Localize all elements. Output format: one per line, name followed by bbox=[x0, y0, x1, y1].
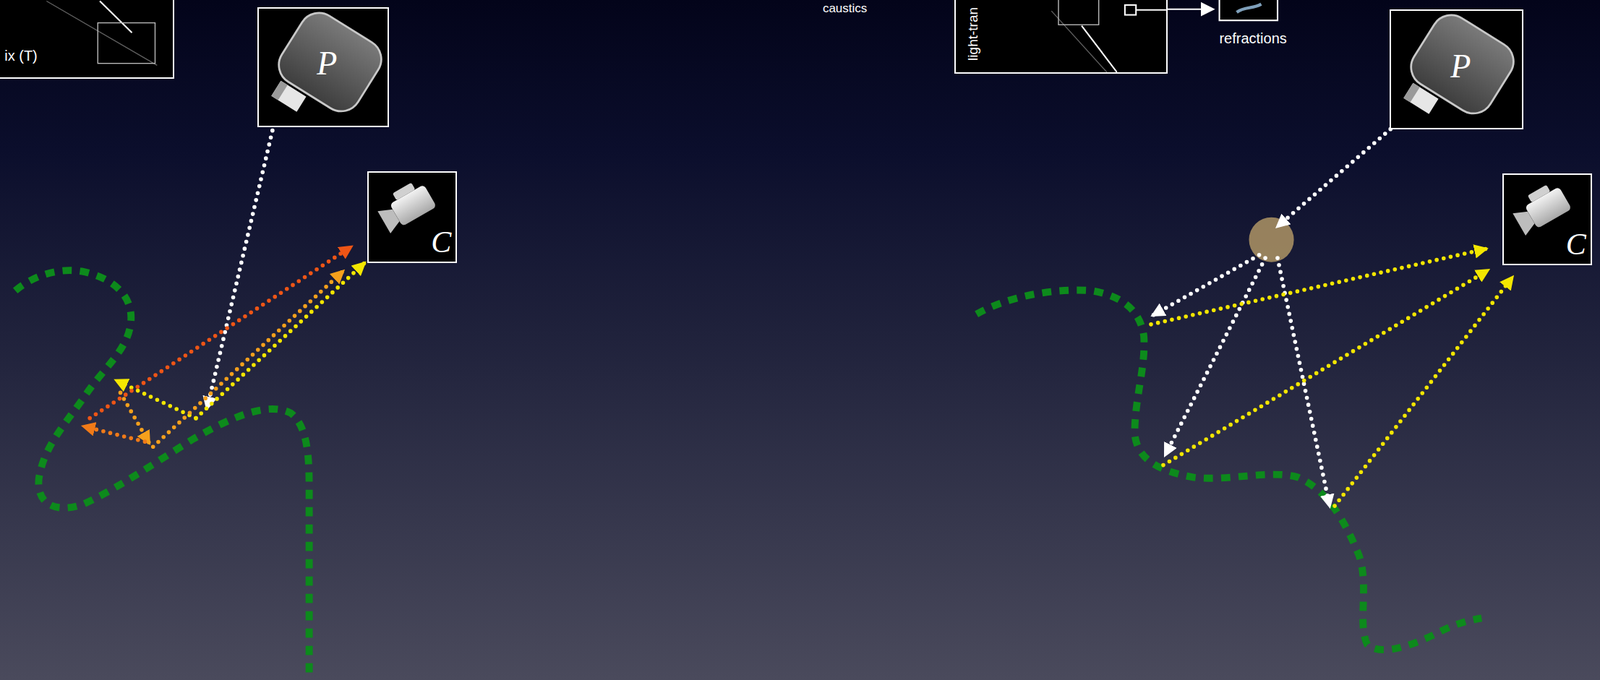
node-label: ix (T) bbox=[4, 47, 38, 65]
camera-icon: C bbox=[1502, 173, 1593, 266]
projector-icon: P bbox=[1389, 9, 1524, 131]
node-label: P bbox=[316, 44, 337, 84]
surface-curve bbox=[15, 270, 309, 680]
caption-label: caustics bbox=[822, 1, 867, 16]
node-label: P bbox=[1450, 47, 1471, 87]
light-transport-panel: light-tran bbox=[954, 0, 1168, 74]
node-artwork bbox=[0, 0, 173, 78]
surface-curve bbox=[976, 290, 1483, 651]
camera-icon: C bbox=[367, 171, 457, 264]
node-label: light-tran bbox=[965, 7, 982, 61]
refracting-sphere bbox=[1248, 217, 1294, 263]
caption-label: refractions bbox=[1218, 30, 1287, 47]
light-rays bbox=[1151, 124, 1513, 507]
matrix-panel: ix (T) bbox=[0, 0, 175, 79]
projector-icon: P bbox=[257, 7, 389, 128]
light-rays bbox=[83, 130, 365, 448]
node-label: C bbox=[430, 224, 452, 260]
node-artwork bbox=[955, 0, 1167, 73]
inset-arrow bbox=[1167, 8, 1213, 11]
zoom-inset bbox=[1219, 0, 1278, 21]
inset-detail bbox=[1237, 4, 1262, 13]
node-label: C bbox=[1566, 227, 1587, 262]
